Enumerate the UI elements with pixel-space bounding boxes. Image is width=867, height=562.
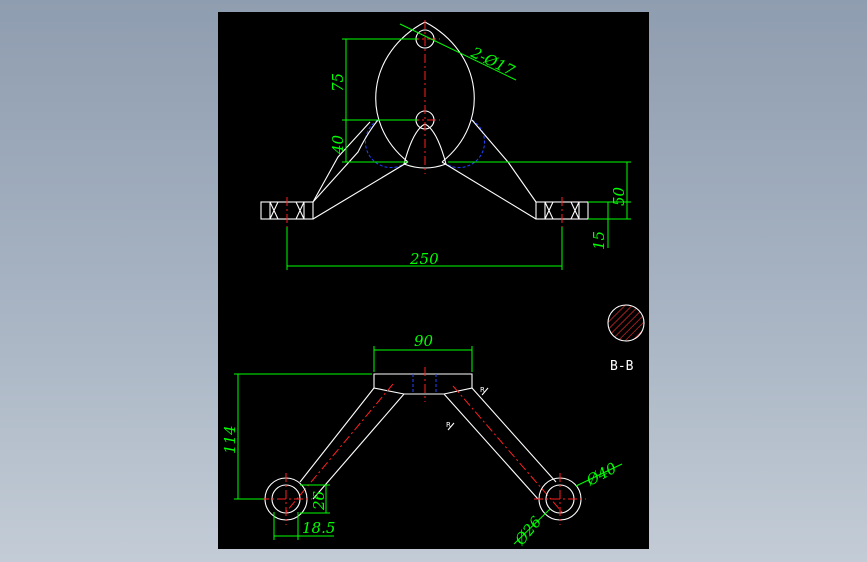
dim-50: 50	[610, 186, 628, 206]
dim-40: 40	[329, 134, 347, 155]
dim-75: 75	[329, 73, 347, 92]
leader-hole	[399, 23, 517, 81]
cad-drawing: 75 40 2-Ø17 250 50 15 B-B	[221, 20, 645, 549]
hidden-arc-right	[445, 119, 486, 169]
right-arm-edge-1	[471, 387, 557, 483]
section-hatch	[608, 305, 644, 341]
top-view: 75 40 2-Ø17 250 50 15	[260, 20, 631, 270]
dim-18-5: 18.5	[302, 519, 335, 537]
radius-mark-1: R	[480, 386, 485, 394]
leader-dia-40	[575, 463, 623, 487]
dim-15: 15	[590, 231, 608, 250]
dim-hole: 2-Ø17	[467, 43, 518, 80]
left-arm-top-edge	[312, 161, 409, 220]
section-label: B-B	[610, 359, 634, 374]
dim-90: 90	[414, 332, 434, 350]
right-arm-top-edge	[441, 161, 537, 220]
section-bb: B-B	[607, 304, 645, 374]
dim-26: 26	[310, 490, 328, 511]
dim-250: 250	[409, 250, 439, 268]
right-arm-outer-edge	[471, 119, 537, 203]
left-arm-centerline	[285, 383, 394, 513]
bottom-view: R R 90 114 26 18.5 Ø40 Ø26	[221, 332, 623, 549]
left-arm-edge-1	[299, 387, 375, 483]
right-arm-centerline	[452, 385, 563, 513]
right-arm-edge-2	[443, 393, 539, 500]
left-foot-hatch	[269, 201, 305, 220]
section-circle	[607, 304, 645, 342]
radius-tick-1	[481, 387, 489, 396]
radius-mark-2: R	[446, 421, 451, 429]
right-foot-hatch	[544, 201, 580, 220]
hidden-arc-left	[364, 119, 405, 169]
left-arm-edge-2	[312, 393, 405, 500]
drawing-sheet: 75 40 2-Ø17 250 50 15 B-B	[218, 12, 649, 549]
left-arm-outer-edge	[312, 121, 371, 203]
radius-tick-2	[447, 422, 455, 431]
dim-dia-40: Ø40	[583, 459, 620, 490]
leader-dia-26	[513, 508, 551, 545]
dim-114: 114	[221, 425, 239, 454]
left-arm-lower-edge	[312, 119, 379, 203]
